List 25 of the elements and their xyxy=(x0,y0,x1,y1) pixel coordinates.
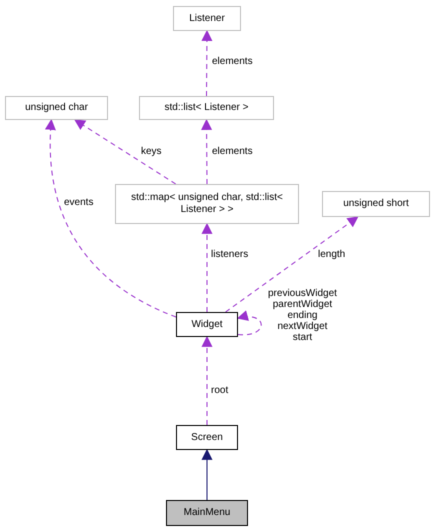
edge-label: length xyxy=(317,249,346,260)
class-box: MainMenu xyxy=(166,500,248,526)
edge-label: elements xyxy=(211,146,254,157)
class-box: unsigned short xyxy=(322,191,430,217)
class-box: unsigned char xyxy=(5,96,108,120)
arrow xyxy=(201,30,212,96)
class-box: std::map< unsigned char, std::list< Listener > > xyxy=(115,184,299,224)
arrow xyxy=(236,310,262,336)
class-box: std::list< Listener > xyxy=(139,96,274,120)
arrow xyxy=(74,119,176,184)
edge-label: root xyxy=(210,385,230,396)
class-box: Screen xyxy=(176,425,238,450)
edge-label: elements xyxy=(211,56,254,67)
edge-label: listeners xyxy=(210,249,250,260)
edge-label: events xyxy=(63,197,94,208)
arrow xyxy=(201,118,212,184)
arrow xyxy=(202,448,212,500)
arrow xyxy=(202,222,212,312)
arrow xyxy=(202,336,212,426)
class-box: Widget xyxy=(176,312,238,337)
edge-label: keys xyxy=(140,146,163,157)
arrow xyxy=(45,118,176,318)
class-box: Listener xyxy=(173,6,241,31)
edge-label: previousWidget parentWidget ending nextWidget start xyxy=(267,288,338,343)
arrow xyxy=(225,216,359,312)
